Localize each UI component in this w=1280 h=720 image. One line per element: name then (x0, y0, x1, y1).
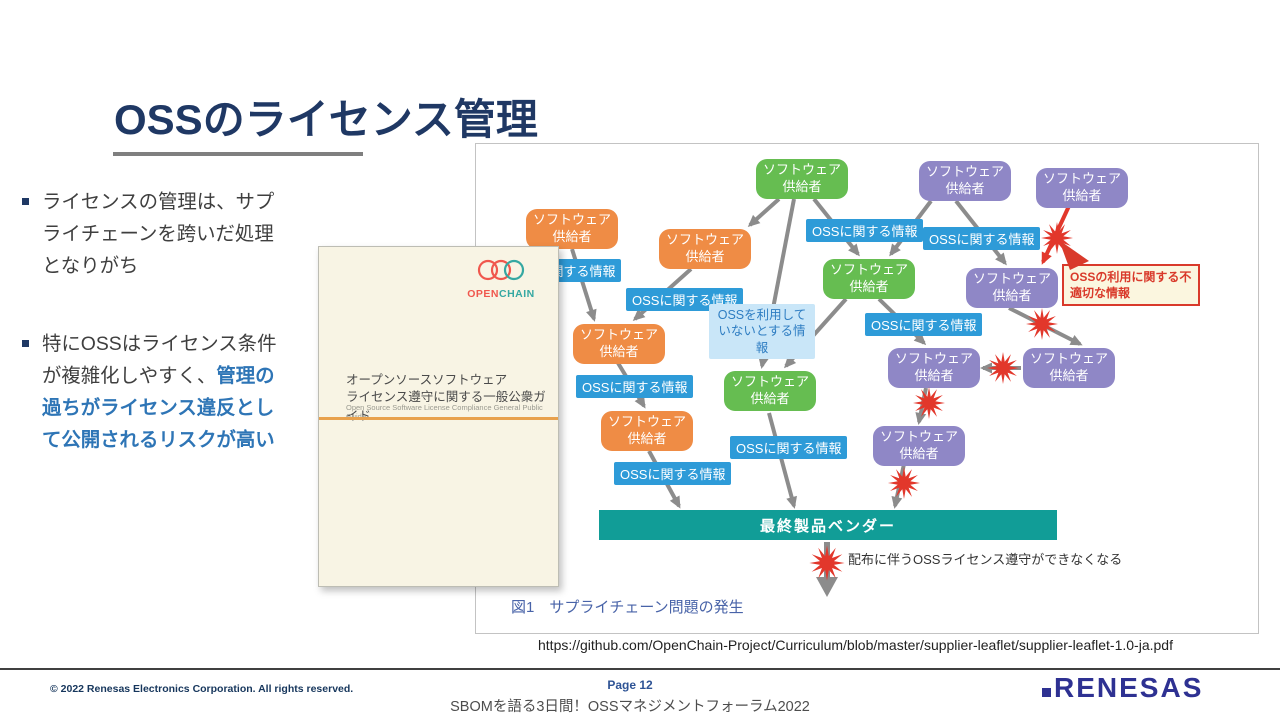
supplier-node: ソフトウェア供給者 (526, 209, 618, 249)
renesas-logo: RENESAS (1042, 674, 1203, 702)
supplier-node: ソフトウェア供給者 (573, 324, 665, 364)
openchain-wordmark: OPENCHAIN (467, 288, 535, 300)
renesas-logo-square (1042, 688, 1051, 697)
arrow-p3-p5 (1008, 306, 1083, 346)
book-accent-rule (319, 417, 558, 420)
supplier-node: ソフトウェア供給者 (601, 411, 693, 451)
bullet-item-1: ライセンスの管理は、サプライチェーンを跨いだ処理となりがち (22, 186, 284, 282)
book-title-ja1: オープンソースソフトウェア (346, 373, 508, 387)
bullet-item-2: 特にOSSはライセンス条件が複雑化しやすく、管理の過ちがライセンス違反として公開… (22, 328, 284, 456)
page-title: OSSのライセンス管理 (114, 96, 538, 143)
final-vendor-bar: 最終製品ベンダー (599, 510, 1057, 540)
supplier-node: ソフトウェア供給者 (1023, 348, 1115, 388)
title-underline (113, 152, 363, 156)
renesas-logo-text: RENESAS (1054, 672, 1204, 703)
oss-info-label: OSSに関する情報 (923, 227, 1041, 250)
arrow-p6-vendor (891, 463, 906, 509)
supplier-node: ソフトウェア供給者 (659, 229, 751, 269)
supplier-node: ソフトウェア供給者 (966, 268, 1058, 308)
page-number: Page 12 (607, 678, 653, 692)
bullet-square-icon (22, 198, 29, 205)
oss-info-label: OSSに関する情報 (614, 462, 732, 485)
bullet-2-text: 特にOSSはライセンス条件が複雑化しやすく、 (42, 333, 277, 387)
book-cover: OPENCHAIN オープンソースソフトウェア ライセンス遵守に関する一般公衆ガ… (318, 246, 559, 587)
book-title-en: Open Source Software License Compliance … (346, 403, 543, 421)
openchain-rings-icon (477, 259, 525, 281)
bullet-1-text: ライセンスの管理は、サプライチェーンを跨いだ処理となりがち (42, 191, 275, 277)
arrow-vendor-down-head (816, 577, 838, 597)
footer-divider (0, 668, 1280, 670)
bullet-2-highlight: 管理の過ちがライセンス違反として公開されるリスクが高い (42, 365, 275, 451)
openchain-logo: OPENCHAIN (462, 259, 540, 300)
supply-chain-diagram-panel: OSSに関する情報 OSSに関する情報 OSSに関する情報 OSSに関する情報 … (475, 143, 1259, 634)
improper-info-callout: OSSの利用に関する不適切な情報 (1062, 264, 1200, 307)
arrow-g2-vendor (767, 412, 797, 509)
arrow-p2-p3-red (1041, 205, 1071, 265)
supplier-node: ソフトウェア供給者 (873, 426, 965, 466)
source-url: https://github.com/OpenChain-Project/Cur… (538, 637, 1173, 653)
violation-note: 配布に伴うOSSライセンス遵守ができなくなる (848, 552, 1123, 567)
arrow-p4-p6 (915, 387, 928, 425)
event-name: SBOMを語る3日間！OSSマネジメントフォーラム2022 (450, 699, 810, 715)
supplier-node: ソフトウェア供給者 (919, 161, 1011, 201)
arrow-g1-o2 (747, 197, 781, 228)
bullet-list: ライセンスの管理は、サプライチェーンを跨いだ処理となりがち 特にOSSはライセン… (22, 186, 298, 456)
supplier-node: ソフトウェア供給者 (1036, 168, 1128, 208)
supplier-node: ソフトウェア供給者 (724, 371, 816, 411)
no-oss-info-label: OSSを利用していないとする情報 (709, 304, 815, 359)
oss-info-label: OSSに関する情報 (730, 436, 848, 459)
supplier-node: ソフトウェア供給者 (756, 159, 848, 199)
supplier-node: ソフトウェア供給者 (888, 348, 980, 388)
copyright: © 2022 Renesas Electronics Corporation. … (50, 683, 354, 695)
figure-caption: 図1 サプライチェーン問題の発生 (511, 599, 744, 616)
supplier-node: ソフトウェア供給者 (823, 259, 915, 299)
oss-info-label: OSSに関する情報 (865, 313, 983, 336)
bullet-square-icon (22, 340, 29, 347)
oss-info-label: OSSに関する情報 (806, 219, 924, 242)
oss-info-label: OSSに関する情報 (576, 375, 694, 398)
